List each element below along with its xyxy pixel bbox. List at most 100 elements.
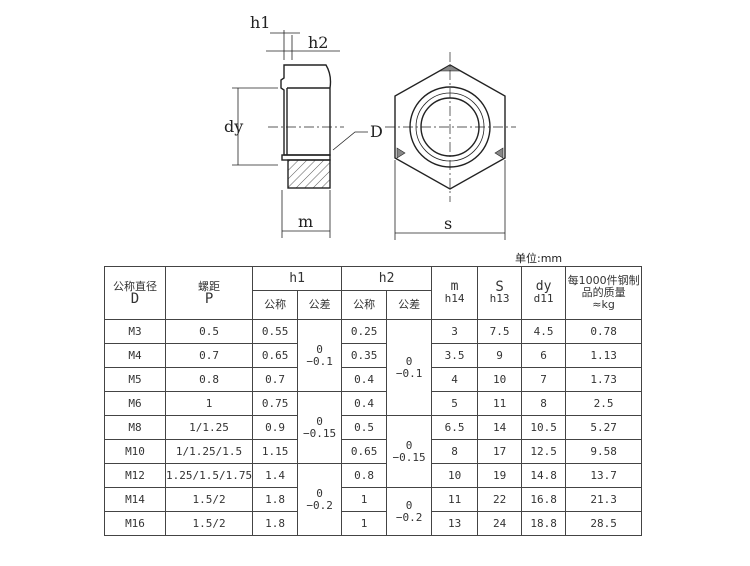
cell-h1-nominal: 1.8 <box>252 487 299 512</box>
cell-h2-tolerance-lower: −0.2 <box>395 510 423 524</box>
cell-h2-nominal: 0.4 <box>341 391 388 416</box>
cell-P: 1 <box>164 391 254 416</box>
cell-h2-tolerance: 0−0.2 <box>386 487 433 536</box>
cell-S: 17 <box>477 439 523 464</box>
cell-D: M16 <box>104 511 166 536</box>
cell-h2-nominal: 0.5 <box>341 415 388 440</box>
cell-h1-tolerance-upper: 0 <box>316 486 323 500</box>
cell-h1-nominal: 0.75 <box>252 391 299 416</box>
cell-D: M10 <box>104 439 166 464</box>
cell-h1-nominal: 1.15 <box>252 439 299 464</box>
cell-h1-tolerance-lower: −0.2 <box>306 498 333 512</box>
header-h2: h2 <box>341 266 433 291</box>
cell-m: 4 <box>431 367 479 392</box>
cell-dy: 16.8 <box>521 487 567 512</box>
cell-mass: 5.27 <box>565 415 643 440</box>
cell-P: 0.7 <box>164 343 254 368</box>
cell-m: 13 <box>431 511 479 536</box>
cell-h1-nominal: 0.9 <box>252 415 299 440</box>
unit-label: 单位:mm <box>515 252 563 265</box>
cell-h2-nominal: 1 <box>341 487 388 512</box>
cell-h2-nominal: 0.4 <box>341 367 388 392</box>
cell-h2-nominal: 0.65 <box>341 439 388 464</box>
cell-mass: 21.3 <box>565 487 643 512</box>
cell-h1-tolerance-upper: 0 <box>316 342 323 356</box>
cell-h2-tolerance: 0−0.1 <box>386 319 433 416</box>
cell-dy: 12.5 <box>521 439 567 464</box>
header-h1-tolerance: 公差 <box>297 290 343 320</box>
cell-h2-tolerance-lower: −0.1 <box>395 366 423 380</box>
cell-P: 1.5/2 <box>164 511 254 536</box>
cell-h2-tolerance-upper: 0 <box>405 438 413 452</box>
cell-S: 22 <box>477 487 523 512</box>
cell-m: 8 <box>431 439 479 464</box>
cell-D: M8 <box>104 415 166 440</box>
cell-D: M5 <box>104 367 166 392</box>
cell-h1-nominal: 0.7 <box>252 367 299 392</box>
s-label: s <box>444 214 452 233</box>
cell-mass: 1.73 <box>565 367 643 392</box>
cell-h1-tolerance-lower: −0.1 <box>306 354 333 368</box>
cell-D: M14 <box>104 487 166 512</box>
cell-h2-nominal: 0.35 <box>341 343 388 368</box>
cell-dy: 10.5 <box>521 415 567 440</box>
cell-mass: 13.7 <box>565 463 643 488</box>
cell-dy: 8 <box>521 391 567 416</box>
cell-D: M12 <box>104 463 166 488</box>
cell-S: 9 <box>477 343 523 368</box>
cell-h1-nominal: 0.55 <box>252 319 299 344</box>
cell-mass: 0.78 <box>565 319 643 344</box>
cell-h2-nominal: 0.8 <box>341 463 388 488</box>
cell-mass: 28.5 <box>565 511 643 536</box>
cell-h1-tolerance-upper: 0 <box>316 414 323 428</box>
cell-dy: 6 <box>521 343 567 368</box>
cell-m: 10 <box>431 463 479 488</box>
cell-mass: 1.13 <box>565 343 643 368</box>
cell-dy: 4.5 <box>521 319 567 344</box>
cell-mass: 9.58 <box>565 439 643 464</box>
header-h2-tolerance: 公差 <box>386 290 433 320</box>
cell-P: 1.25/1.5/1.75 <box>164 463 254 488</box>
cell-h2-tolerance: 0−0.15 <box>386 415 433 488</box>
cell-D: M6 <box>104 391 166 416</box>
cell-m: 3.5 <box>431 343 479 368</box>
D-label: D <box>370 122 383 141</box>
cell-h1-tolerance: 0−0.15 <box>297 391 343 464</box>
m-label: m <box>298 212 313 231</box>
cell-P: 0.8 <box>164 367 254 392</box>
cell-P: 1.5/2 <box>164 487 254 512</box>
cell-P: 1/1.25 <box>164 415 254 440</box>
cell-S: 7.5 <box>477 319 523 344</box>
header-h1-nominal: 公称 <box>252 290 299 320</box>
h2-label: h2 <box>308 33 328 52</box>
header-h1: h1 <box>252 266 343 291</box>
cell-D: M4 <box>104 343 166 368</box>
cell-h2-tolerance-upper: 0 <box>405 498 413 512</box>
cell-S: 10 <box>477 367 523 392</box>
cell-h1-tolerance-lower: −0.15 <box>303 426 337 440</box>
cell-h2-tolerance-upper: 0 <box>405 354 413 368</box>
cell-dy: 18.8 <box>521 511 567 536</box>
cell-h2-tolerance-lower: −0.15 <box>392 450 426 464</box>
cell-dy: 14.8 <box>521 463 567 488</box>
cell-h1-nominal: 1.4 <box>252 463 299 488</box>
cell-S: 11 <box>477 391 523 416</box>
cell-h1-nominal: 0.65 <box>252 343 299 368</box>
side-view <box>232 30 368 238</box>
cell-h2-nominal: 1 <box>341 511 388 536</box>
header-mass: 每1000件钢制品的质量≈kg <box>565 266 643 320</box>
cell-S: 19 <box>477 463 523 488</box>
cell-mass: 2.5 <box>565 391 643 416</box>
